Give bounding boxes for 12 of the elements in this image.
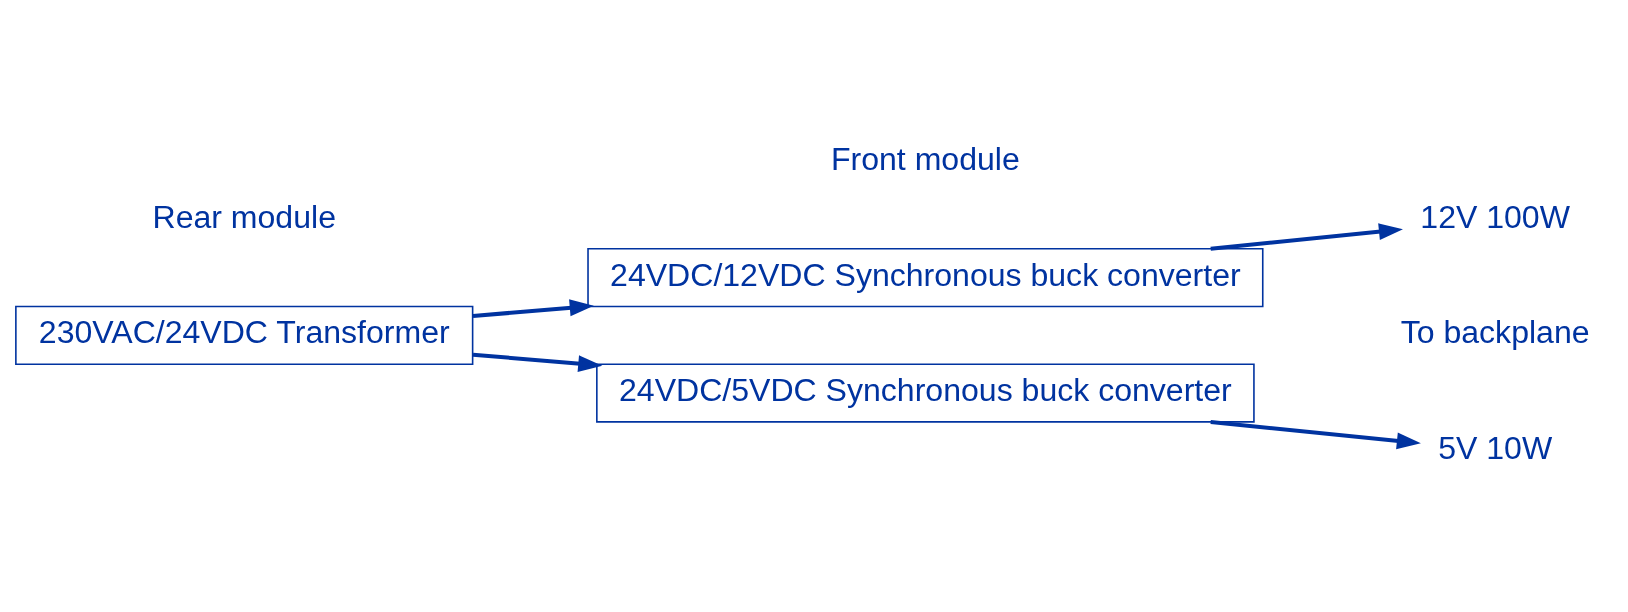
label: To backplane [1400, 313, 1590, 350]
node-box: 24VDC/5VDC Synchronous buck converter [596, 362, 1255, 423]
node-box: 24VDC/12VDC Synchronous buck converter [587, 247, 1264, 307]
arrow [472, 298, 594, 318]
label: Rear module [152, 198, 336, 235]
arrow [1210, 419, 1421, 449]
arrow [1210, 222, 1403, 251]
node-text: 12V 100W [1420, 198, 1570, 235]
node-text: 5V 10W [1438, 429, 1553, 466]
arrow [472, 352, 603, 372]
node-box: 230VAC/24VDC Transformer [15, 305, 474, 365]
label: Front module [830, 140, 1020, 177]
